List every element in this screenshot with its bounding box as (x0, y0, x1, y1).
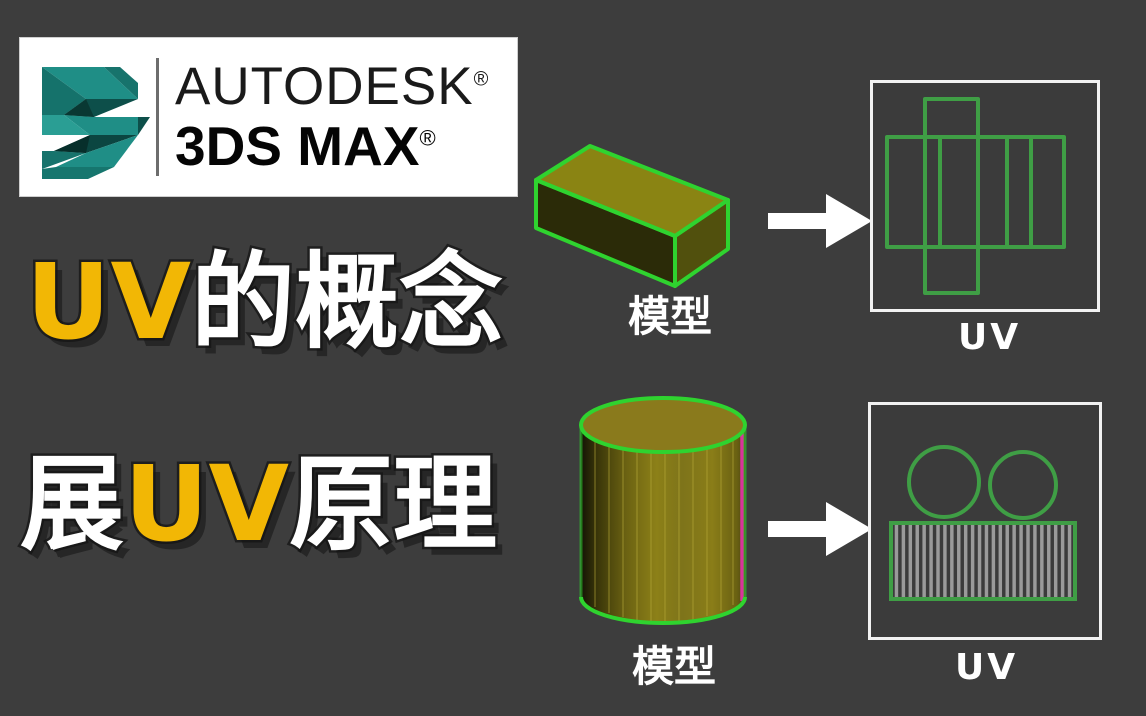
label-uv-2: UV (955, 647, 1019, 688)
transform-arrow-2 (768, 500, 873, 558)
cylinder-uv-layout-panel (868, 402, 1102, 640)
logo-line-3dsmax: 3DS MAX® (175, 119, 517, 174)
logo-3dsmax-text: 3DS MAX (175, 115, 420, 177)
autodesk-3ds-max-logo: AUTODESK® 3DS MAX® (20, 38, 517, 196)
logo-wordmark: AUTODESK® 3DS MAX® (175, 60, 517, 174)
headline-1-white: 的概念 (188, 241, 505, 363)
headline-line-2: 展UV原理 (17, 450, 499, 559)
label-uv-1: UV (958, 317, 1022, 358)
headline-2-white-prefix: 展 (17, 443, 126, 565)
headline-2-gold: UV (122, 443, 292, 565)
registered-mark-icon-2: ® (419, 125, 436, 151)
box-uv-layout-panel (870, 80, 1100, 312)
logo-autodesk-text: AUTODESK (175, 57, 474, 116)
logo-line-autodesk: AUTODESK® (175, 60, 517, 113)
label-model-2: 模型 (632, 642, 717, 691)
label-model-1: 模型 (628, 292, 713, 341)
cylinder-model-3d (565, 385, 760, 645)
headline-1-gold: UV (24, 241, 194, 363)
headline-2-white-suffix: 原理 (286, 443, 499, 565)
box-model-3d (505, 108, 755, 298)
autodesk-logo-mark-icon (34, 53, 152, 181)
logo-divider (156, 58, 159, 176)
registered-mark-icon: ® (473, 68, 490, 91)
headline-line-1: UV的概念 (24, 248, 506, 357)
transform-arrow-1 (768, 192, 873, 250)
